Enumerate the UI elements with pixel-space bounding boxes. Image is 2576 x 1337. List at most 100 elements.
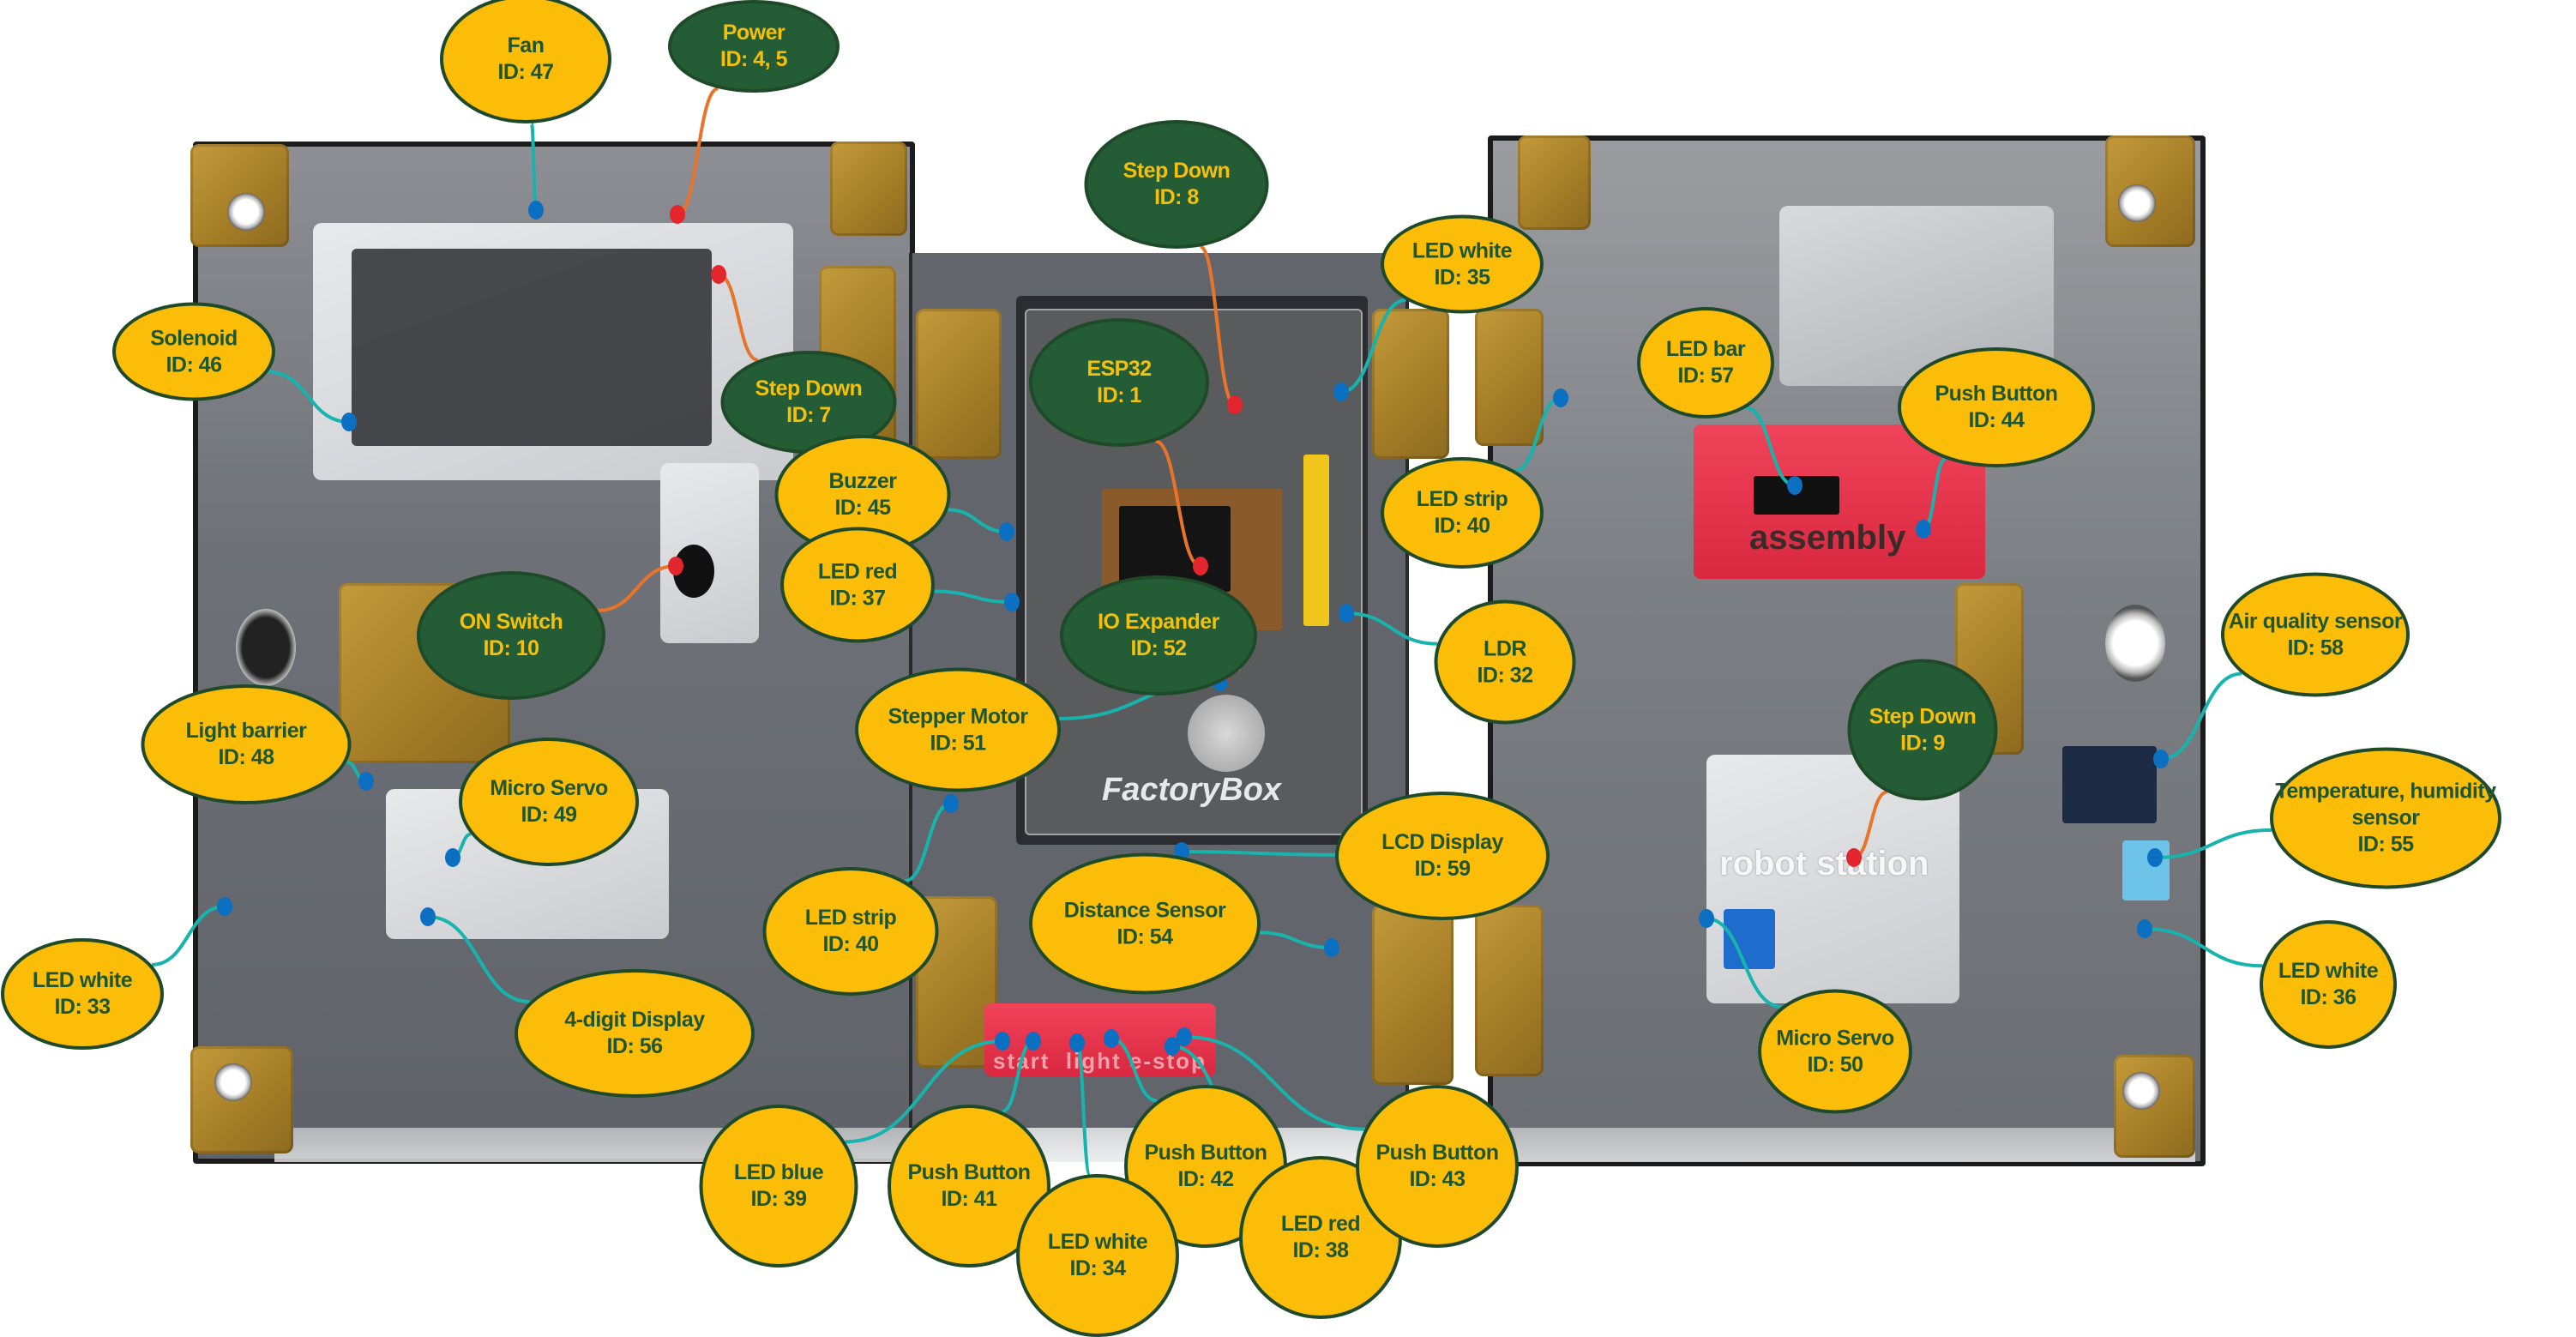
callout-name: Power <box>722 21 785 45</box>
assembly-label: assembly <box>1749 519 1906 557</box>
callout-id: ID: 48 <box>218 745 274 769</box>
callout-name: Air quality sensor <box>2228 609 2403 633</box>
callout-name: LED red <box>817 559 898 583</box>
callout-name: Stepper Motor <box>888 704 1028 728</box>
callout-name: Push Button <box>1375 1141 1499 1165</box>
power-wiring-bay <box>352 249 712 446</box>
callout-name: LED blue <box>733 1160 824 1184</box>
callout-name: LED white <box>2278 959 2379 983</box>
callout-id: ID: 41 <box>941 1187 997 1211</box>
callout-id: ID: 34 <box>1069 1256 1126 1280</box>
callout-name: ON Switch <box>459 610 563 634</box>
mounting-hole <box>2118 184 2156 222</box>
on-switch-housing <box>660 463 759 643</box>
callout-id: ID: 56 <box>606 1034 663 1058</box>
callout-name: LED strip <box>1416 487 1508 511</box>
callout-id: ID: 4, 5 <box>720 47 787 71</box>
callout-id: ID: 36 <box>2300 985 2356 1009</box>
corner-bracket <box>2114 1055 2195 1158</box>
callout-id: ID: 43 <box>1409 1167 1466 1191</box>
callout-id: ID: 10 <box>483 636 539 660</box>
hinge-bracket <box>1372 309 1449 459</box>
callout-id: ID: 55 <box>2357 832 2414 857</box>
callout-id: ID: 38 <box>1292 1238 1349 1262</box>
temp-humidity-sensor-body <box>2122 840 2170 900</box>
callout-name: Buzzer <box>828 469 897 493</box>
stepper-motor-body <box>1188 695 1265 772</box>
corner-bracket <box>1518 136 1591 230</box>
callout-id: ID: 9 <box>1900 731 1945 755</box>
callout-name: LDR <box>1484 636 1526 660</box>
callout-id: ID: 49 <box>521 803 577 827</box>
callout-name: ESP32 <box>1086 357 1152 381</box>
hinge-bracket <box>1475 905 1544 1076</box>
hinge-bracket <box>916 309 1002 459</box>
callout-id: ID: 58 <box>2287 635 2344 659</box>
air-quality-sensor-board <box>2062 746 2157 823</box>
callout-ldr-32: LDR ID: 32 <box>1434 599 1576 725</box>
callout-id: ID: 40 <box>1434 514 1490 538</box>
hinge-bracket <box>1372 905 1454 1085</box>
callout-name: LCD Display <box>1381 830 1503 854</box>
callout-id: ID: 42 <box>1177 1167 1234 1191</box>
callout-id: ID: 47 <box>497 60 554 84</box>
callout-name: Step Down <box>1869 704 1977 728</box>
callout-id: ID: 57 <box>1677 364 1734 388</box>
mounting-hole <box>227 193 265 231</box>
callout-id: ID: 59 <box>1414 857 1471 881</box>
sensor-port-left <box>236 609 296 686</box>
callout-id: ID: 46 <box>166 352 222 376</box>
corner-bracket <box>830 142 907 236</box>
light-label: light <box>1065 1048 1122 1074</box>
callout-name: 4-digit Display <box>564 1008 705 1032</box>
callout-name: Light barrier <box>185 719 307 743</box>
callout-id: ID: 44 <box>1968 408 2025 432</box>
callout-name: Micro Servo <box>490 776 608 800</box>
e-stop-label: e-stop <box>1129 1048 1207 1074</box>
callout-id: ID: 45 <box>834 496 891 520</box>
callout-name: IO Expander <box>1098 610 1219 634</box>
callout-id: ID: 37 <box>829 586 886 610</box>
hinge-bracket <box>1475 309 1544 446</box>
callout-name: Fan <box>507 33 545 57</box>
callout-name: Step Down <box>755 376 863 400</box>
callout-name: Push Button <box>1935 382 2058 406</box>
ute-merz-label-strip <box>1303 455 1329 626</box>
callout-name: Distance Sensor <box>1063 898 1226 922</box>
factorybox-logo: FactoryBox <box>1102 772 1282 808</box>
callout-id: ID: 32 <box>1477 663 1533 687</box>
mounting-hole <box>2122 1072 2160 1110</box>
start-label: start <box>993 1048 1050 1074</box>
sensor-port-right <box>2105 605 2165 682</box>
callout-name: Temperature, humidity sensor <box>2275 779 2496 830</box>
callout-name: LED bar <box>1665 337 1746 361</box>
callout-id: ID: 50 <box>1807 1052 1863 1076</box>
callout-id: ID: 7 <box>786 403 831 427</box>
callout-id: ID: 51 <box>930 731 986 755</box>
callout-name: LED strip <box>804 906 897 930</box>
callout-id: ID: 33 <box>54 995 111 1019</box>
callout-name: LED white <box>1411 238 1513 262</box>
callout-name: Micro Servo <box>1776 1026 1894 1050</box>
